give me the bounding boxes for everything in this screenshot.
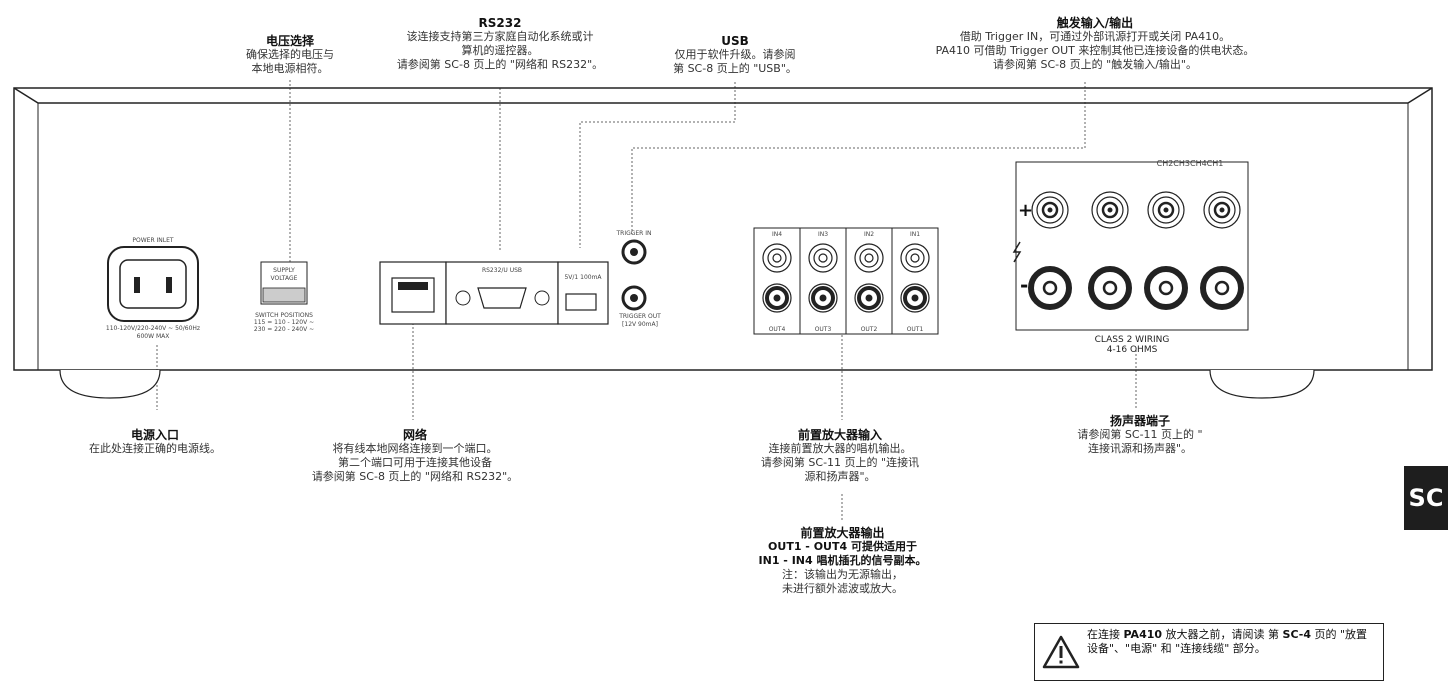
feet <box>59 369 1315 399</box>
annotation-rs232: RS232 该连接支持第三方家庭自动化系统或计 算机的遥控器。 请参阅第 SC-… <box>375 16 625 72</box>
io-block <box>379 261 609 325</box>
annotation-power: 电源入口 在此处连接正确的电源线。 <box>60 428 250 456</box>
annotation-voltage: 电压选择 确保选择的电压与 本地电源相符。 <box>225 34 355 76</box>
usb-rating: 5V/1 100mA <box>564 274 602 281</box>
annotation-preamp-out: 前置放大器输出 OUT1 - OUT4 可提供适用于 IN1 - IN4 唱机插… <box>720 526 965 596</box>
speaker-title: 扬声器端子 <box>1109 414 1170 428</box>
annotation-trigger: 触发输入/输出 借助 Trigger IN，可通过外部讯源打开或关闭 PA410… <box>895 16 1295 72</box>
supply-label-1: SUPPLY <box>273 267 295 274</box>
warning-text: 在连接 PA410 放大器之前，请阅读 第 SC-4 页的 "放置设备"、"电源… <box>1087 628 1368 655</box>
switch-pos-1: SWITCH POSITIONS <box>255 312 313 319</box>
voltage-title: 电压选择 <box>265 34 314 48</box>
usb-title: USB <box>721 34 749 48</box>
switch-pos-3: 230 = 220 - 240V ~ <box>254 326 314 333</box>
in3-label: IN3 <box>818 231 828 238</box>
out4-label: OUT4 <box>769 326 786 333</box>
power-spec-2: 600W MAX <box>137 333 170 340</box>
rca-block <box>753 227 939 335</box>
annotation-speaker: 扬声器端子 请参阅第 SC-11 页上的 " 连接讯源和扬声器"。 <box>1050 414 1230 456</box>
panel-labels: POWER INLET 110-120V/220-240V ~ 50/60Hz … <box>106 159 1223 355</box>
out3-label: OUT3 <box>815 326 832 333</box>
lightning-icon <box>1012 241 1022 263</box>
power-title: 电源入口 <box>130 428 179 442</box>
trigger-in-label: TRIGGER IN <box>615 230 651 237</box>
chassis <box>13 87 1433 371</box>
in1-label: IN1 <box>910 231 920 238</box>
annotation-network: 网络 将有线本地网络连接到一个端口。 第二个端口可用于连接其他设备 请参阅第 S… <box>280 428 550 484</box>
channel-labels: CH2CH3CH4CH1 <box>1157 159 1224 168</box>
minus-label: - <box>1020 273 1028 297</box>
speaker-terminals <box>1028 191 1244 310</box>
supply-label-2: VOLTAGE <box>271 275 298 282</box>
preamp-out-title: 前置放大器输出 <box>800 526 885 540</box>
in4-label: IN4 <box>772 231 782 238</box>
warning-box: 在连接 PA410 放大器之前，请阅读 第 SC-4 页的 "放置设备"、"电源… <box>1034 623 1384 681</box>
trigger-jacks <box>621 239 647 311</box>
warning-icon <box>1042 635 1080 669</box>
power-inlet-label: POWER INLET <box>132 237 174 244</box>
out1-label: OUT1 <box>907 326 924 333</box>
section-tab: SC <box>1404 466 1448 530</box>
rs232-usb-label: RS232/U USB <box>482 267 522 274</box>
plus-label: + <box>1018 200 1033 221</box>
class2-label-1: CLASS 2 WIRING <box>1095 335 1170 345</box>
switch-pos-2: 115 = 110 - 120V ~ <box>254 319 314 326</box>
in2-label: IN2 <box>864 231 874 238</box>
annotation-preamp-in: 前置放大器输入 连接前置放大器的唱机输出。 请参阅第 SC-11 页上的 "连接… <box>740 428 940 484</box>
annotation-usb: USB 仅用于软件升级。请参阅 第 SC-8 页上的 "USB"。 <box>655 34 815 76</box>
speaker-block <box>1015 161 1249 331</box>
power-spec-1: 110-120V/220-240V ~ 50/60Hz <box>106 325 200 332</box>
trigger-title: 触发输入/输出 <box>1056 16 1134 30</box>
class2-label-2: 4-16 OHMS <box>1107 345 1158 355</box>
supply-voltage-switch <box>260 261 308 305</box>
network-title: 网络 <box>402 428 427 442</box>
preamp-in-title: 前置放大器输入 <box>797 428 882 442</box>
trigger-out-label: TRIGGER OUT <box>618 313 661 320</box>
trigger-out-rating: [12V 90mA] <box>622 321 658 328</box>
rca-jacks <box>762 243 930 313</box>
leader-lines <box>156 80 1137 520</box>
out2-label: OUT2 <box>861 326 878 333</box>
power-inlet <box>107 246 199 322</box>
rs232-title: RS232 <box>478 16 522 30</box>
